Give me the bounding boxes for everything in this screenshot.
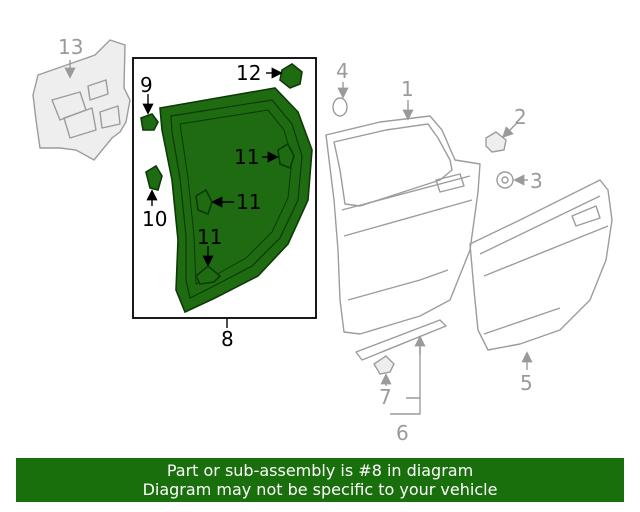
part-13-inner-panel (32, 39, 131, 161)
callout-12: 12 (236, 61, 261, 85)
callout-4: 4 (336, 59, 349, 83)
callout-1: 1 (401, 77, 414, 101)
callout-11a: 11 (234, 145, 259, 169)
part-5-outer-panel (469, 179, 613, 351)
part-4-grommet (332, 97, 348, 117)
part-11-clip-b (195, 188, 213, 216)
part-6-molding (355, 319, 447, 361)
part-8-weatherstrip (159, 87, 313, 314)
part-7-clip (373, 355, 395, 375)
callout-2: 2 (514, 105, 527, 129)
leader-2 (502, 121, 519, 138)
notice-banner: Part or sub-assembly is #8 in diagram Di… (16, 458, 624, 502)
callout-11b: 11 (236, 190, 261, 214)
part-1-door-shell (325, 115, 481, 335)
callout-9: 9 (140, 73, 153, 97)
callout-11c: 11 (197, 225, 222, 249)
callout-8: 8 (221, 327, 234, 351)
part-2-bushing (485, 131, 507, 153)
part-10-clip (145, 164, 163, 191)
callout-10: 10 (142, 207, 167, 231)
banner-line-2: Diagram may not be specific to your vehi… (142, 480, 498, 499)
callout-3: 3 (530, 169, 543, 193)
callout-13: 13 (58, 35, 83, 59)
callout-6: 6 (396, 421, 409, 445)
part-3-washer (496, 171, 514, 189)
callout-7: 7 (379, 385, 392, 409)
banner-line-1: Part or sub-assembly is #8 in diagram (166, 461, 474, 480)
callout-5: 5 (520, 371, 533, 395)
part-11-clip-a (277, 142, 295, 170)
part-12-clip (279, 63, 303, 89)
parts-diagram: 13 9 10 12 11 11 11 8 4 1 (32, 35, 613, 445)
part-11-clip-c (195, 264, 222, 285)
